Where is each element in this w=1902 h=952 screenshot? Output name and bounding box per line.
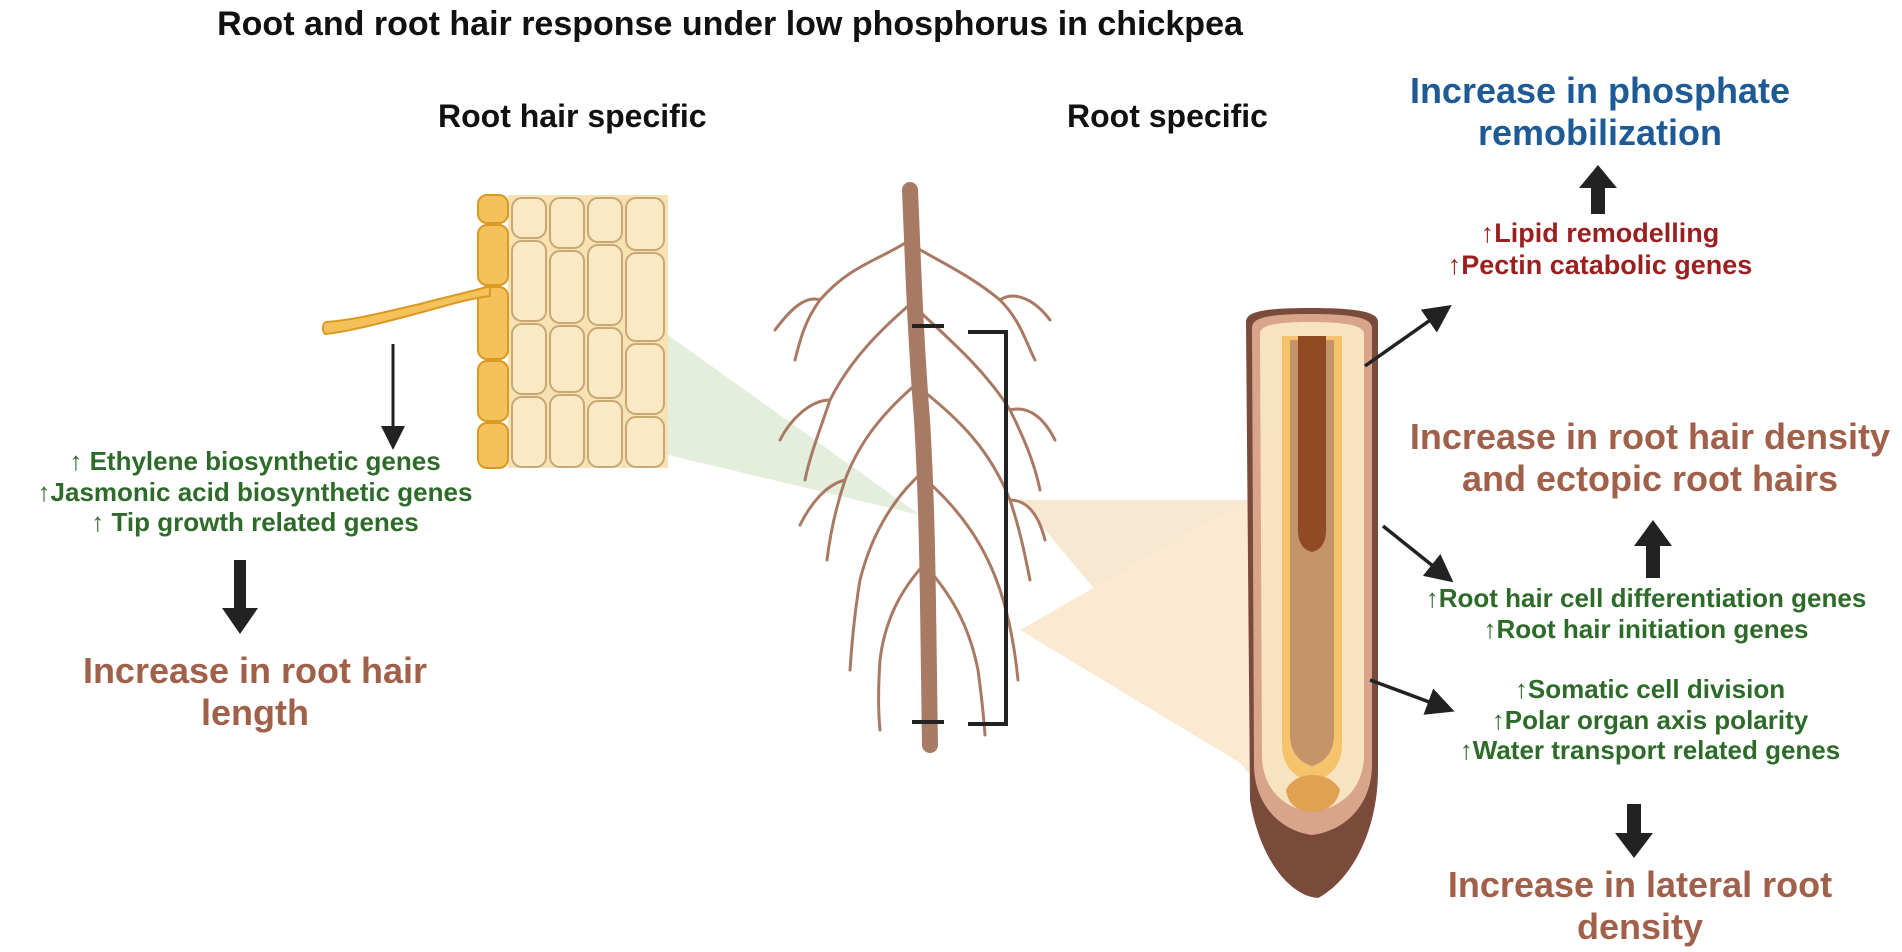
gene-somatic: ↑Somatic cell division bbox=[1514, 674, 1786, 704]
outcome-line: length bbox=[201, 692, 309, 734]
outcome-line: Increase in root hair bbox=[82, 650, 428, 691]
lipid-gene-list: ↑Lipid remodelling ↑Pectin catabolic gen… bbox=[1380, 218, 1820, 282]
root-hair-density-outcome: Increase in root hair density and ectopi… bbox=[1400, 416, 1900, 501]
root-hair-projection bbox=[321, 284, 491, 336]
gene-polar: ↑Polar organ axis polarity bbox=[1491, 704, 1809, 735]
root-hair-gene-list: ↑ Ethylene biosynthetic genes ↑Jasmonic … bbox=[0, 446, 510, 538]
arrow-tip-to-division bbox=[1369, 678, 1455, 715]
outcome-line: density bbox=[1576, 906, 1704, 948]
outcome-line: remobilization bbox=[1477, 112, 1723, 154]
arrow-genes-to-density bbox=[1634, 520, 1672, 578]
root-hair-length-outcome: Increase in root hair length bbox=[40, 650, 470, 735]
arrow-genes-to-length bbox=[222, 560, 258, 634]
root-specific-header: Root specific bbox=[1067, 98, 1268, 134]
outcome-line: Increase in root hair density bbox=[1409, 416, 1891, 457]
arrow-division-to-lateral bbox=[1615, 804, 1653, 858]
root-tip-illustration bbox=[1246, 308, 1378, 898]
gene-ethylene: ↑ Ethylene biosynthetic genes bbox=[69, 446, 441, 476]
phosphate-remobilization-outcome: Increase in phosphate remobilization bbox=[1380, 70, 1820, 155]
gene-tip-growth: ↑ Tip growth related genes bbox=[91, 507, 419, 538]
gene-jasmonic: ↑Jasmonic acid biosynthetic genes bbox=[37, 476, 473, 507]
gene-water-transport: ↑Water transport related genes bbox=[1459, 735, 1841, 766]
root-hair-cell-tissue bbox=[321, 194, 668, 469]
arrow-tip-to-roothair-genes bbox=[1381, 524, 1454, 583]
root-region-bracket bbox=[912, 324, 1008, 726]
arrow-lipid-to-phosphate bbox=[1579, 165, 1617, 214]
root-tip-zoom-cone-upper bbox=[1020, 497, 1252, 770]
gene-initiation: ↑Root hair initiation genes bbox=[1483, 613, 1809, 644]
cell-division-gene-list: ↑Somatic cell division ↑Polar organ axis… bbox=[1415, 674, 1885, 766]
root-system-illustration bbox=[773, 182, 1057, 753]
diagram-title: Root and root hair response under low ph… bbox=[217, 5, 1243, 43]
gene-lipid: ↑Lipid remodelling bbox=[1480, 218, 1720, 248]
arrows bbox=[222, 165, 1672, 858]
gene-pectin: ↑Pectin catabolic genes bbox=[1447, 249, 1753, 280]
lateral-root-density-outcome: Increase in lateral root density bbox=[1420, 864, 1860, 949]
outcome-line: and ectopic root hairs bbox=[1461, 458, 1839, 500]
outcome-line: Increase in lateral root bbox=[1447, 864, 1833, 905]
gene-differentiation: ↑Root hair cell differentiation genes bbox=[1425, 583, 1867, 613]
arrow-tip-to-lipid bbox=[1363, 304, 1452, 368]
root-hair-initiation-gene-list: ↑Root hair cell differentiation genes ↑R… bbox=[1392, 583, 1900, 644]
root-hair-specific-header: Root hair specific bbox=[438, 98, 707, 134]
root-hair-zoom-cone bbox=[668, 335, 920, 515]
outcome-line: Increase in phosphate bbox=[1409, 70, 1791, 111]
